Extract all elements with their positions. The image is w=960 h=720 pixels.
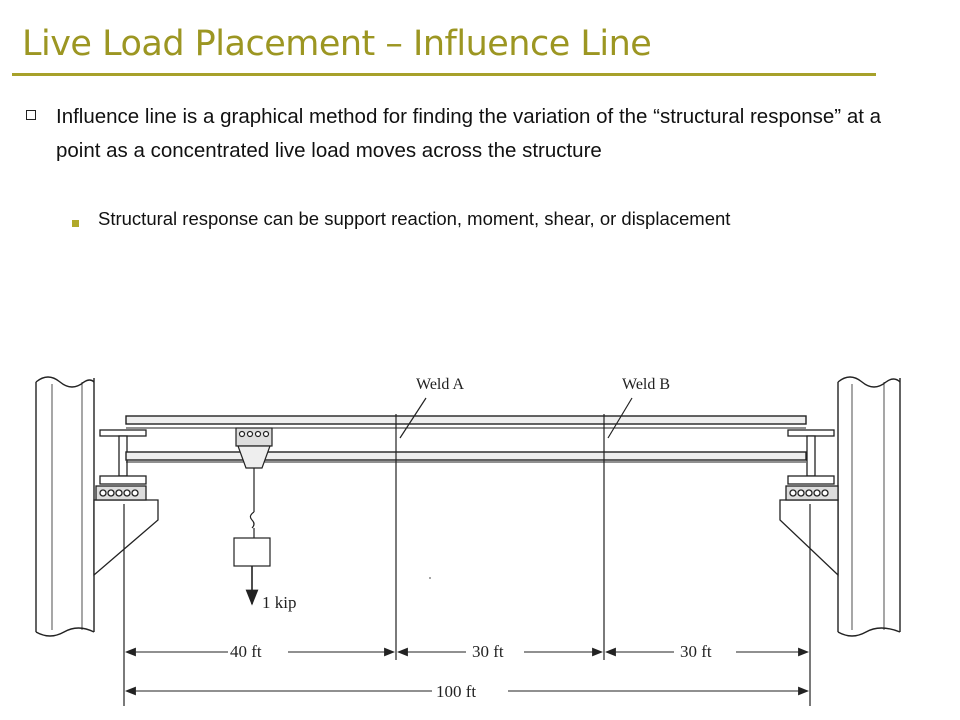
main-bullet-text: Influence line is a graphical method for… bbox=[56, 105, 882, 162]
speck bbox=[429, 577, 431, 579]
dimension-40ft: 40 ft bbox=[230, 642, 262, 661]
dimension-30ft-a: 30 ft bbox=[472, 642, 504, 661]
filled-square-bullet-icon bbox=[72, 220, 79, 227]
weld-b-label: Weld B bbox=[622, 376, 670, 393]
weld-a-label: Weld A bbox=[416, 376, 464, 393]
weld-lines bbox=[123, 397, 811, 706]
hoist-trolley bbox=[233, 427, 273, 606]
slide-title: Live Load Placement – Influence Line bbox=[22, 24, 652, 64]
crane-girder bbox=[125, 415, 807, 463]
right-support bbox=[779, 429, 839, 577]
load-label: 1 kip bbox=[262, 593, 296, 612]
sub-bullet-text: Structural response can be support react… bbox=[98, 208, 731, 229]
left-column bbox=[35, 376, 95, 637]
hollow-square-bullet-icon bbox=[26, 110, 36, 120]
right-column bbox=[837, 376, 901, 637]
dimension-lines bbox=[124, 647, 810, 696]
title-underline bbox=[12, 73, 876, 76]
left-support bbox=[93, 429, 159, 577]
dimension-100ft: 100 ft bbox=[436, 682, 476, 701]
dimension-30ft-b: 30 ft bbox=[680, 642, 712, 661]
